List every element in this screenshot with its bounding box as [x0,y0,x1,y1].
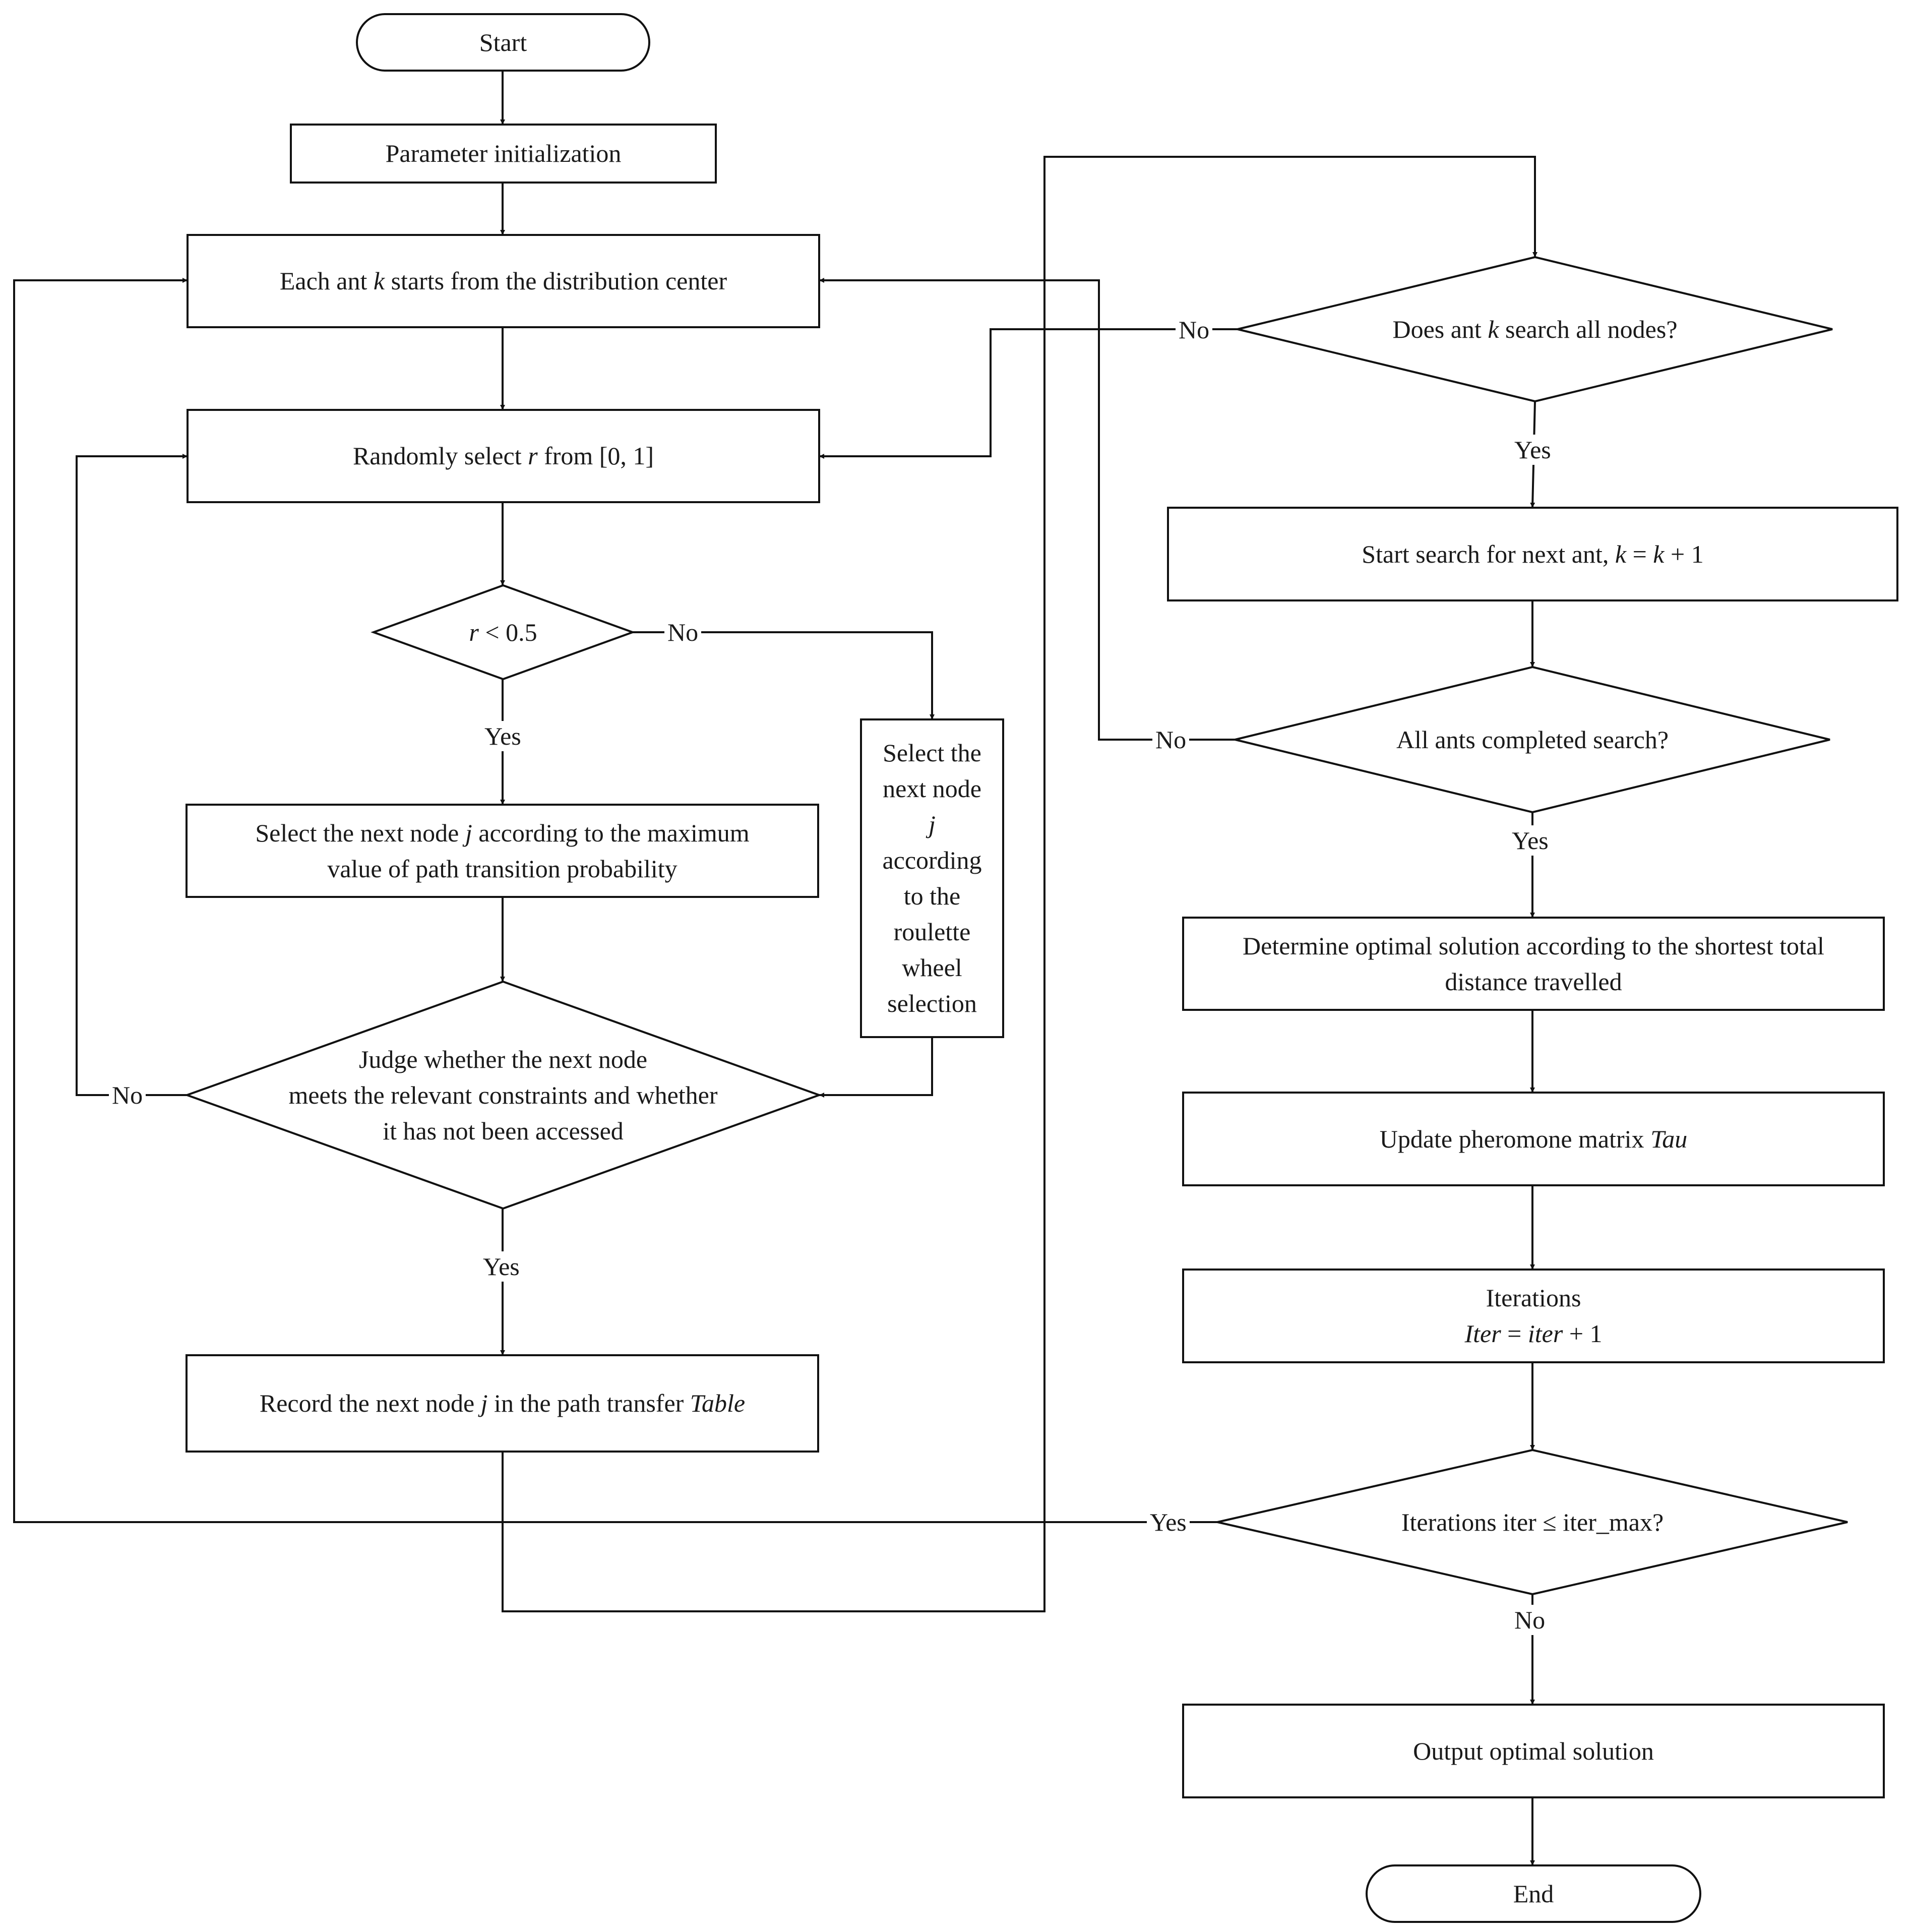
record-box [186,1354,819,1453]
edge-roulette-judge [819,1037,933,1098]
judge-line2: meets the relevant constraints and wheth… [288,1080,718,1109]
random-select-step: Randomly select r from [0, 1] [188,410,819,502]
optimal-line1: Determine optimal solution according to … [1243,931,1824,960]
ant-start-label: Each ant k starts from the distribution … [279,267,727,295]
search-all-decision: Does ant k search all nodes? [1311,303,1759,356]
optimal-step: Determine optimal solution according to … [1183,918,1884,1010]
iterations-box [1182,1269,1885,1363]
record-step: Record the next node j in the path trans… [187,1355,818,1452]
r-check-decision: r < 0.5 [403,605,603,659]
update-label: Update pheromone matrix Tau [1379,1124,1688,1153]
param-init-box [290,124,717,184]
random-select-label: Randomly select r from [0, 1] [352,442,654,470]
all-done-decision: All ants completed search? [1308,713,1757,766]
update-step: Update pheromone matrix Tau [1183,1093,1884,1185]
roulette-line4: according [882,846,982,874]
edge-label-search-no: No [1176,315,1213,345]
edge-label-judge-yes: Yes [480,1251,523,1282]
optimal-line2: distance travelled [1445,967,1622,996]
judge-decision: Judge whether the next node meets the re… [237,1038,769,1153]
update-box [1182,1092,1885,1186]
record-label: Record the next node j in the path trans… [259,1389,746,1417]
start-label: Start [479,28,527,56]
edge-itercheck-yes-ant [13,278,1217,1523]
next-ant-step: Start search for next ant, k = k + 1 [1168,508,1897,600]
search-all-label: Does ant k search all nodes? [1392,315,1678,343]
iter-check-decision: Iterations iter ≤ iter_max? [1301,1495,1764,1549]
edge-searchall-no-random [819,328,1238,459]
output-box [1182,1704,1885,1798]
random-select-box [187,409,820,503]
roulette-line5: to the [903,882,961,910]
edge-label-all-yes: Yes [1509,825,1552,856]
edge-label-judge-no: No [109,1080,146,1110]
select-max-step: Select the next node j according to the … [187,805,818,897]
roulette-line1: Select the [883,739,981,767]
roulette-line3: j [929,810,936,838]
select-max-line2: value of path transition probability [327,854,678,883]
edge-label-r-no: No [664,617,702,647]
roulette-box [860,718,1004,1038]
roulette-line8: selection [887,989,977,1017]
select-max-line1: Select the next node j according to the … [255,818,750,847]
judge-line3: it has not been accessed [383,1116,624,1145]
start-terminator: Start [357,14,649,71]
edge-record-searchall [502,156,1537,1612]
param-init-step: Parameter initialization [291,125,716,183]
next-ant-label: Start search for next ant, k = k + 1 [1362,539,1704,568]
roulette-line6: roulette [893,918,971,946]
edge-label-search-yes: Yes [1511,435,1554,465]
ant-start-step: Each ant k starts from the distribution … [188,235,819,327]
end-label: End [1513,1879,1554,1908]
optimal-box [1182,917,1885,1011]
iter-check-label: Iterations iter ≤ iter_max? [1401,1507,1664,1536]
iterations-step: Iterations Iter = iter + 1 [1183,1270,1884,1362]
edge-label-iter-yes: Yes [1147,1507,1190,1537]
roulette-line7: wheel [902,953,962,982]
judge-line1: Judge whether the next node [358,1045,648,1073]
edge-rcheck-roulette [633,631,935,719]
param-init-label: Parameter initialization [385,139,622,167]
roulette-line2: next node [883,774,981,803]
iterations-line2: Iter = iter + 1 [1464,1319,1603,1348]
all-done-label: All ants completed search? [1396,725,1669,754]
roulette-step: Select the next node j according to the … [861,719,1003,1037]
r-check-label: r < 0.5 [469,618,537,646]
end-terminator: End [1367,1865,1700,1922]
edge-label-iter-no: No [1511,1605,1549,1635]
edge-label-r-yes: Yes [481,721,524,751]
edge-label-all-no: No [1152,724,1190,755]
iterations-line1: Iterations [1486,1284,1581,1312]
output-label: Output optimal solution [1413,1736,1654,1765]
edge-judge-no-random [76,454,188,1096]
output-step: Output optimal solution [1183,1705,1884,1797]
